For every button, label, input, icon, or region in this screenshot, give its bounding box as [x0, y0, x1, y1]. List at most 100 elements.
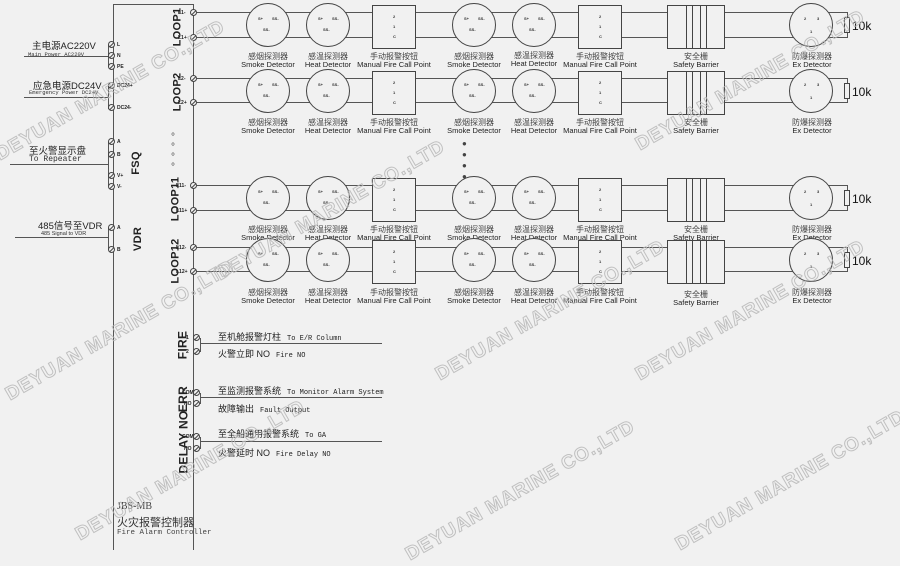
device-label-cn: 感烟探测器	[248, 118, 288, 127]
loop-terminal-minus[interactable]	[190, 75, 197, 82]
loop-terminal-minus[interactable]	[190, 244, 197, 251]
terminal-FSQ-Vminus-label: V-	[117, 184, 122, 190]
device-label-en: Smoke Detector	[447, 60, 501, 69]
device-label-cn: 安全栅	[684, 52, 708, 61]
terminal-DC24-minus[interactable]	[108, 104, 115, 111]
output-bracket	[200, 338, 201, 352]
device-label-cn: 手动报警按钮	[576, 288, 624, 297]
smoke-detector-icon[interactable]: S+SS-SS-	[452, 3, 496, 47]
eol-resistor-icon	[844, 252, 850, 268]
output-terminal-1[interactable]	[193, 334, 200, 341]
smoke-detector-icon[interactable]: S+SS-SS-	[246, 69, 290, 113]
terminal-VDR-A[interactable]	[108, 224, 115, 231]
heat-detector-icon[interactable]: S+SS-SS-	[512, 3, 556, 47]
loop-terminal-minus[interactable]	[190, 182, 197, 189]
eol-resistor-label: 10k	[852, 85, 872, 99]
output-bracket	[200, 393, 201, 404]
output-wire	[200, 343, 382, 344]
output-terminal-label: 2	[186, 349, 189, 355]
smoke-detector-icon[interactable]: S+SS-SS-	[246, 3, 290, 47]
loop-terminal-plus[interactable]	[190, 99, 197, 106]
heat-detector-icon[interactable]: S+SS-SS-	[512, 69, 556, 113]
loop-bus	[193, 4, 194, 550]
output-terminal-com[interactable]	[193, 389, 200, 396]
device-label-cn: 感温探测器	[514, 225, 554, 234]
loop-terminal-minus[interactable]	[190, 9, 197, 16]
terminal-DC24-plus-label: DC24+	[117, 83, 133, 89]
safety-barrier-icon[interactable]	[667, 71, 725, 115]
loop-terminal-minus-label: L1-	[178, 10, 186, 16]
device-label-en: Smoke Detector	[447, 126, 501, 135]
safety-barrier-icon[interactable]	[667, 240, 725, 284]
vdr-wire	[15, 237, 108, 238]
smoke-detector-icon[interactable]: S+SS-SS-	[452, 69, 496, 113]
terminal-L-label: L	[117, 42, 121, 48]
device-label-en: Smoke Detector	[241, 296, 295, 305]
repeater-label-en: To Repeater	[29, 155, 82, 164]
terminal-FSQ-B-label: B	[117, 152, 121, 158]
smoke-detector-icon[interactable]: S+SS-SS-	[452, 176, 496, 220]
device-label-en: Manual Fire Call Point	[357, 60, 431, 69]
device-label-cn: 手动报警按钮	[576, 118, 624, 127]
device-label-cn: 感温探测器	[308, 118, 348, 127]
terminal-FSQ-A-label: A	[117, 139, 121, 145]
output-terminal-label: COM	[182, 390, 194, 396]
heat-detector-icon[interactable]: S+SS-SS-	[512, 238, 556, 282]
device-label-cn: 安全栅	[684, 118, 708, 127]
safety-barrier-icon[interactable]	[667, 178, 725, 222]
smoke-detector-icon[interactable]: S+SS-SS-	[246, 176, 290, 220]
terminal-N[interactable]	[108, 52, 115, 59]
heat-detector-icon[interactable]: S+SS-SS-	[306, 238, 350, 282]
loop-terminal-plus-label: L11+	[176, 208, 188, 214]
terminal-PE[interactable]	[108, 63, 115, 70]
smoke-detector-icon[interactable]: S+SS-SS-	[452, 238, 496, 282]
watermark: DEYUAN MARINE CO.,LTD	[2, 256, 240, 406]
vdr-label: 485信号至VDR	[38, 221, 103, 232]
terminal-FSQ-Vminus[interactable]	[108, 183, 115, 190]
output-terminal-label: 1	[186, 335, 189, 341]
vdr-bracket	[108, 228, 109, 250]
terminal-VDR-B[interactable]	[108, 246, 115, 253]
heat-detector-icon[interactable]: S+SS-SS-	[306, 176, 350, 220]
smoke-detector-icon[interactable]: S+SS-SS-	[246, 238, 290, 282]
output-bracket	[200, 437, 201, 449]
heat-detector-icon[interactable]: S+SS-SS-	[306, 3, 350, 47]
output-terminal-2[interactable]	[193, 348, 200, 355]
terminal-L[interactable]	[108, 41, 115, 48]
device-label-en: Smoke Detector	[241, 126, 295, 135]
heat-detector-icon[interactable]: S+SS-SS-	[306, 69, 350, 113]
loop-terminal-plus[interactable]	[190, 268, 197, 275]
loop-terminal-plus[interactable]	[190, 34, 197, 41]
output-terminal-com[interactable]	[193, 433, 200, 440]
terminal-FSQ-B[interactable]	[108, 151, 115, 158]
eol-resistor-icon	[844, 83, 850, 99]
terminal-FSQ-A[interactable]	[108, 138, 115, 145]
vdr-group-label: VDR	[132, 226, 145, 252]
eol-resistor-label: 10k	[852, 254, 872, 268]
terminal-DC24-plus[interactable]	[108, 82, 115, 89]
output-terminal-no[interactable]	[193, 445, 200, 452]
heat-detector-icon[interactable]: S+SS-SS-	[512, 176, 556, 220]
device-label-en: Manual Fire Call Point	[563, 233, 637, 242]
loop-terminal-plus[interactable]	[190, 207, 197, 214]
device-label-en: Ex Detector	[792, 296, 832, 305]
safety-barrier-icon[interactable]	[667, 5, 725, 49]
output-terminal-no[interactable]	[193, 400, 200, 407]
output-terminal-label: NO	[184, 446, 192, 452]
terminal-FSQ-Vplus[interactable]	[108, 172, 115, 179]
eol-resistor-icon	[844, 17, 850, 33]
